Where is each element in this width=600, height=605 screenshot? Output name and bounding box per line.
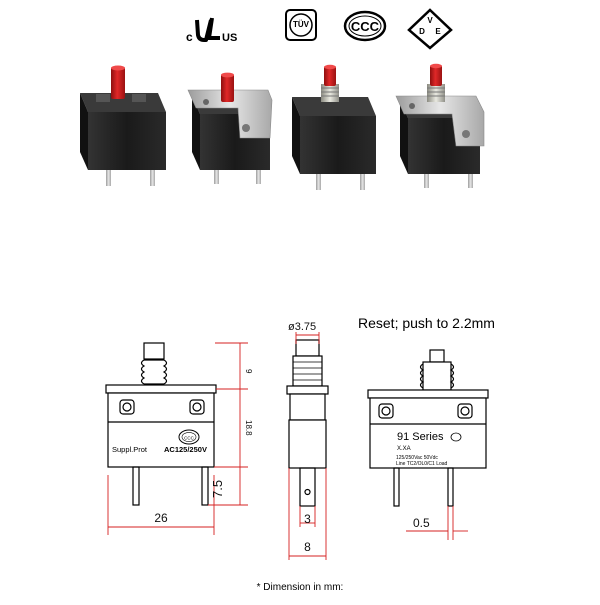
back-view-drawing <box>367 349 489 507</box>
product-photo-3 <box>292 64 376 190</box>
vde-letter-d: D <box>419 27 425 36</box>
side-view-drawing <box>286 339 329 507</box>
dim-terminal-width: 3 <box>304 512 311 526</box>
reset-note: Reset; push to 2.2mm <box>358 315 495 331</box>
front-view-ccc-mark: CCC <box>184 436 194 441</box>
vde-letter-v: V <box>427 16 433 25</box>
front-view-dimension-lines <box>107 342 248 535</box>
dim-button-height: 9 <box>244 369 253 374</box>
rating-line: 125/250Vac 50Vdc <box>396 455 438 461</box>
product-photo-2 <box>187 72 273 184</box>
load-line: Line TC2/OL0/C1 Load <box>396 461 448 467</box>
ul-prefix: c <box>186 30 193 44</box>
back-view-dimension-lines <box>406 506 468 540</box>
ul-logo: c US <box>186 17 237 44</box>
product-photo-4 <box>395 63 485 188</box>
series-label: 91 Series <box>397 431 444 443</box>
vde-letter-e: E <box>435 27 441 36</box>
side-view-dimension-lines <box>288 332 327 560</box>
front-view-rating: AC125/250V <box>164 445 207 454</box>
tuv-logo-icon: TÜV <box>285 9 317 41</box>
model-label: X.XA <box>397 446 411 452</box>
ccc-logo-icon: CCC <box>343 10 387 42</box>
tuv-mark: TÜV <box>293 20 310 29</box>
vde-logo-icon: V D E <box>407 8 453 50</box>
ccc-mark: CCC <box>351 19 380 34</box>
dim-terminal-length: 7.5 <box>210 480 225 498</box>
ul-mark-icon <box>195 17 220 42</box>
dim-depth: 8 <box>304 540 311 554</box>
product-photo-1 <box>80 65 166 186</box>
dim-body-height: 18.8 <box>244 420 253 436</box>
dim-terminal-thickness: 0.5 <box>413 516 430 530</box>
front-view-label: Suppl.Prot <box>112 445 148 454</box>
dim-width: 26 <box>154 511 168 525</box>
front-view-drawing <box>105 342 217 506</box>
footnote: * Dimension in mm: <box>257 582 344 593</box>
dim-button-diameter: ø3.75 <box>288 321 316 333</box>
ul-suffix: US <box>222 32 237 44</box>
